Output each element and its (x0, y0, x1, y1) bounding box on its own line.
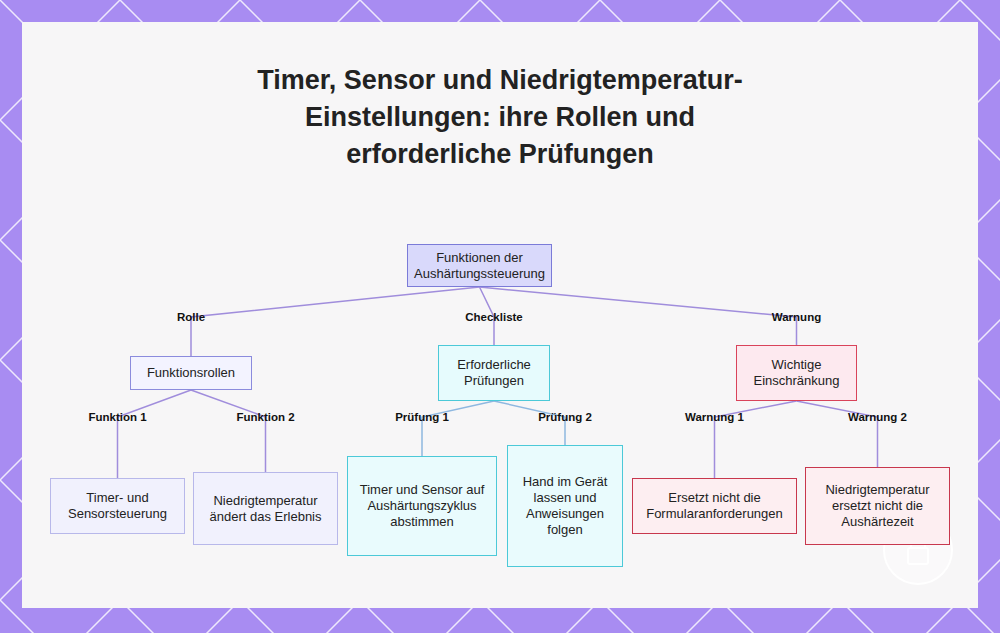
node-text: Ersetzt nicht die Formularanforderungen (639, 490, 790, 522)
connector-line (494, 401, 565, 445)
connector-line (480, 287, 797, 345)
warning-leaf-box: Niedrigtemperatur ersetzt nicht die Aush… (805, 467, 950, 545)
edge-label: Warnung (772, 311, 821, 323)
node-text: Hand im Gerät lassen und Anweisungen fol… (514, 474, 616, 538)
node-text-group: Niedrigtemperatur ersetzt nicht die Aush… (812, 482, 943, 530)
edge-label: Prüfung 1 (395, 411, 449, 423)
node-text-group: Funktionsrollen (147, 365, 235, 381)
edge-label: Warnung 2 (848, 411, 907, 423)
edge-label: Prüfung 2 (538, 411, 592, 423)
node-text-group: Erforderliche Prüfungen (445, 357, 543, 389)
node-text: Niedrigtemperatur ersetzt nicht die Aush… (812, 482, 943, 530)
node-text: Erforderliche Prüfungen (445, 357, 543, 389)
category-box: Erforderliche Prüfungen (438, 345, 550, 401)
connector-line (191, 390, 266, 472)
edge-label: Funktion 2 (236, 411, 294, 423)
leaf-box: Timer und Sensor auf Aushärtungszyklus a… (347, 456, 497, 556)
connector-line (797, 401, 878, 467)
connector-line (422, 401, 494, 456)
node-text: Funktionsrollen (147, 365, 235, 381)
node-text-group: Ersetzt nicht die Formularanforderungen (639, 490, 790, 522)
node-text: Timer- und Sensorsteuerung (57, 490, 178, 522)
edge-label: Rolle (177, 311, 205, 323)
node-text-group: Funktionen der Aushärtungssteuerung (414, 250, 545, 282)
leaf-box: Timer- und Sensorsteuerung (50, 478, 185, 534)
edge-label: Checkliste (465, 311, 523, 323)
node-text-group: Timer und Sensor auf Aushärtungszyklus a… (354, 482, 490, 530)
node-text-group: Wichtige Einschränkung (743, 357, 850, 389)
leaf-box: Niedrigtemperatur ändert das Erlebnis (193, 472, 338, 545)
edge-label: Funktion 1 (88, 411, 146, 423)
node-text: Wichtige Einschränkung (743, 357, 850, 389)
node-text-group: Hand im Gerät lassen und Anweisungen fol… (514, 474, 616, 538)
category-box: Funktionsrollen (130, 356, 252, 390)
warning-box: Wichtige Einschränkung (736, 345, 857, 401)
warning-leaf-box: Ersetzt nicht die Formularanforderungen (632, 478, 797, 534)
edge-label: Warnung 1 (685, 411, 744, 423)
connector-line (191, 287, 480, 356)
diagram-title: Timer, Sensor und Niedrigtemperatur-Eins… (240, 62, 760, 173)
node-text-group: Timer- und Sensorsteuerung (57, 490, 178, 522)
leaf-box: Hand im Gerät lassen und Anweisungen fol… (507, 445, 623, 567)
node-text: Timer und Sensor auf Aushärtungszyklus a… (354, 482, 490, 530)
node-text: Funktionen der Aushärtungssteuerung (414, 250, 545, 282)
connector-line (118, 390, 192, 478)
node-text-group: Niedrigtemperatur ändert das Erlebnis (200, 493, 331, 525)
node-text: Niedrigtemperatur ändert das Erlebnis (200, 493, 331, 525)
root-box: Funktionen der Aushärtungssteuerung (407, 244, 552, 287)
